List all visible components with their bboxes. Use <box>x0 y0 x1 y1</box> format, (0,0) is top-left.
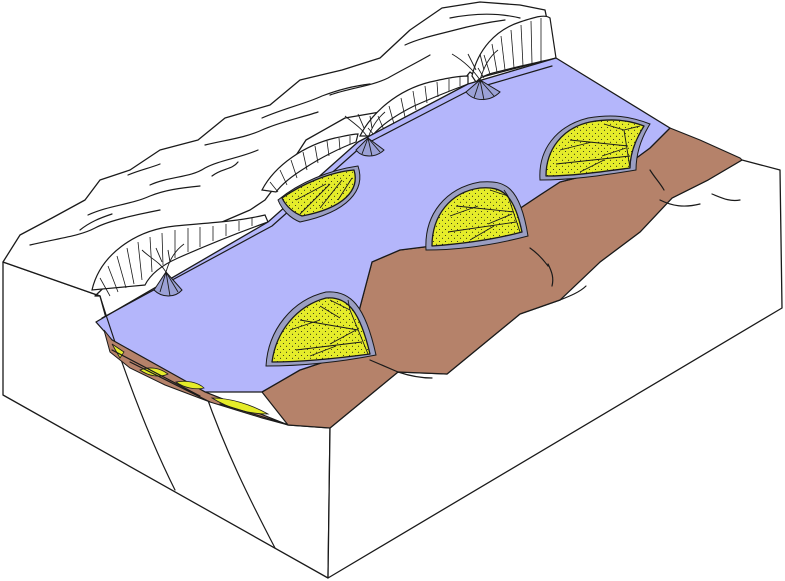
debris-cone-icon <box>451 49 501 101</box>
fan-delta-icon <box>425 181 529 251</box>
terrain-line <box>329 54 431 96</box>
mud-line <box>529 247 549 267</box>
terrain-line <box>127 163 161 176</box>
terrain-line <box>261 83 371 119</box>
section-sediments <box>103 329 289 426</box>
fault-scarp-icon <box>471 15 557 83</box>
terrain-line <box>397 371 433 379</box>
terrain-line <box>404 19 506 46</box>
fan-delta-icon <box>265 291 377 367</box>
terrain-line <box>204 111 319 146</box>
terrain-line <box>449 13 521 19</box>
terrain-line <box>79 213 113 231</box>
fan-delta-icon <box>277 165 361 223</box>
terrain-line <box>711 193 741 202</box>
terrain-line <box>559 285 587 301</box>
mud-line <box>649 169 665 191</box>
fault-line <box>204 391 276 549</box>
debris-cones <box>141 49 501 297</box>
fault-scarps <box>91 15 557 297</box>
fault-line <box>99 295 176 491</box>
fan-delta-icon <box>539 115 651 181</box>
terrain-line <box>211 161 239 177</box>
upland-surface <box>2 1 556 297</box>
terrain-line <box>87 185 201 216</box>
terrain-line <box>149 149 259 186</box>
terrain-line <box>659 199 701 207</box>
fault-scarp-icon <box>261 133 359 193</box>
fault-scarp-icon <box>91 214 269 297</box>
debris-cone-icon <box>344 111 386 157</box>
fan-deltas <box>265 115 651 367</box>
mud-line <box>369 359 399 373</box>
debris-cone-icon <box>141 243 185 297</box>
front-face-details <box>397 193 741 379</box>
fault-scarp-icon <box>359 75 469 137</box>
terrain-line <box>547 263 554 287</box>
terrain-line <box>29 209 161 246</box>
fault-planes <box>99 295 276 549</box>
